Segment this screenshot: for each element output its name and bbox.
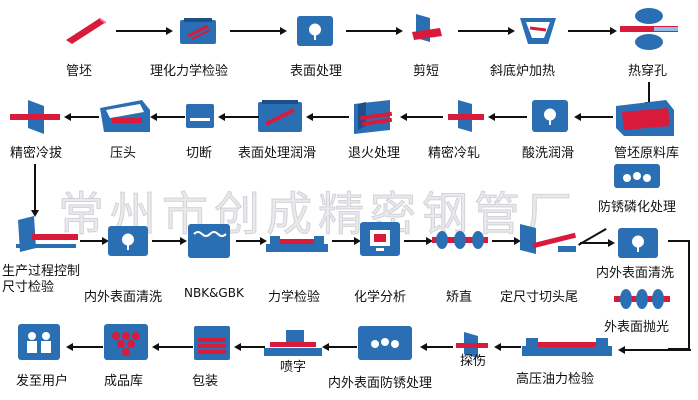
cutting-icon	[186, 104, 214, 128]
chemical-analysis-icon	[360, 222, 400, 256]
cut-to-length-icon	[518, 222, 578, 256]
step-label: 理化力学检验	[150, 64, 229, 79]
step-label: 表面处理	[290, 64, 343, 79]
pressing-icon	[100, 100, 150, 132]
step-label: 表面处理润滑	[238, 146, 317, 161]
step-label: 高压油力检验	[516, 372, 595, 387]
step-label: NBK&GBK	[184, 286, 244, 300]
step-label: 包装	[192, 374, 219, 389]
step-label: 喷字	[280, 360, 307, 375]
inner-outer-cleaning-branch-icon	[618, 228, 658, 258]
rust-prevention-icon	[358, 326, 412, 360]
hydraulic-test-icon	[522, 334, 612, 360]
mechanical-test-icon	[266, 230, 328, 254]
packaging-icon	[194, 326, 230, 360]
marking-icon	[264, 328, 322, 358]
step-label: 压头	[110, 146, 137, 161]
inner-outer-cleaning-icon	[108, 226, 148, 256]
phosphating-icon	[614, 164, 660, 188]
billet-icon	[62, 14, 110, 46]
step-label: 内外表面防锈处理	[328, 376, 433, 391]
annealing-icon	[350, 100, 394, 134]
step-label: 矫直	[446, 290, 473, 305]
pickling-icon	[532, 100, 568, 132]
branch-bracket	[668, 240, 690, 350]
step-label: 外表面抛光	[604, 320, 670, 335]
flaw-detection-icon	[456, 330, 488, 360]
billet-storage-icon	[616, 100, 676, 138]
polishing-icon	[614, 288, 670, 310]
step-label: 斜底炉加热	[490, 64, 556, 79]
surface-treatment-icon	[297, 16, 333, 46]
step-label: 力学检验	[268, 290, 321, 305]
step-label: 探伤	[460, 354, 487, 369]
customer-icon	[18, 324, 60, 360]
lab-test-icon	[180, 18, 216, 44]
furnace-icon	[520, 16, 556, 46]
step-label: 尺寸检验	[2, 280, 55, 295]
piercing-icon	[618, 6, 680, 52]
step-label: 剪短	[413, 64, 440, 79]
step-label: 酸洗润滑	[522, 146, 575, 161]
step-label: 精密冷拔	[10, 146, 63, 161]
step-label: 精密冷轧	[428, 146, 481, 161]
process-control-icon	[14, 214, 80, 254]
step-label: 成品库	[104, 374, 144, 389]
step-label: 生产过程控制	[2, 264, 81, 279]
step-label: 内外表面清洗	[596, 266, 675, 281]
step-label: 退火处理	[348, 146, 401, 161]
step-label: 化学分析	[354, 290, 407, 305]
step-label: 防锈磷化处理	[598, 200, 677, 215]
finished-goods-icon	[104, 324, 148, 360]
step-label: 内外表面清洗	[84, 290, 163, 305]
straightening-icon	[432, 230, 488, 250]
surface-lubrication-icon	[258, 100, 302, 132]
step-label: 管坯原料库	[614, 146, 680, 161]
step-label: 热穿孔	[628, 64, 668, 79]
step-label: 发至用户	[16, 374, 69, 389]
shear-icon	[410, 12, 444, 48]
nbk-gbk-icon	[188, 224, 230, 258]
step-label: 定尺寸切头尾	[500, 290, 579, 305]
cold-rolling-icon	[448, 98, 484, 134]
step-label: 切断	[186, 146, 213, 161]
step-label: 管坯	[66, 64, 93, 79]
cold-drawing-icon	[10, 98, 60, 136]
